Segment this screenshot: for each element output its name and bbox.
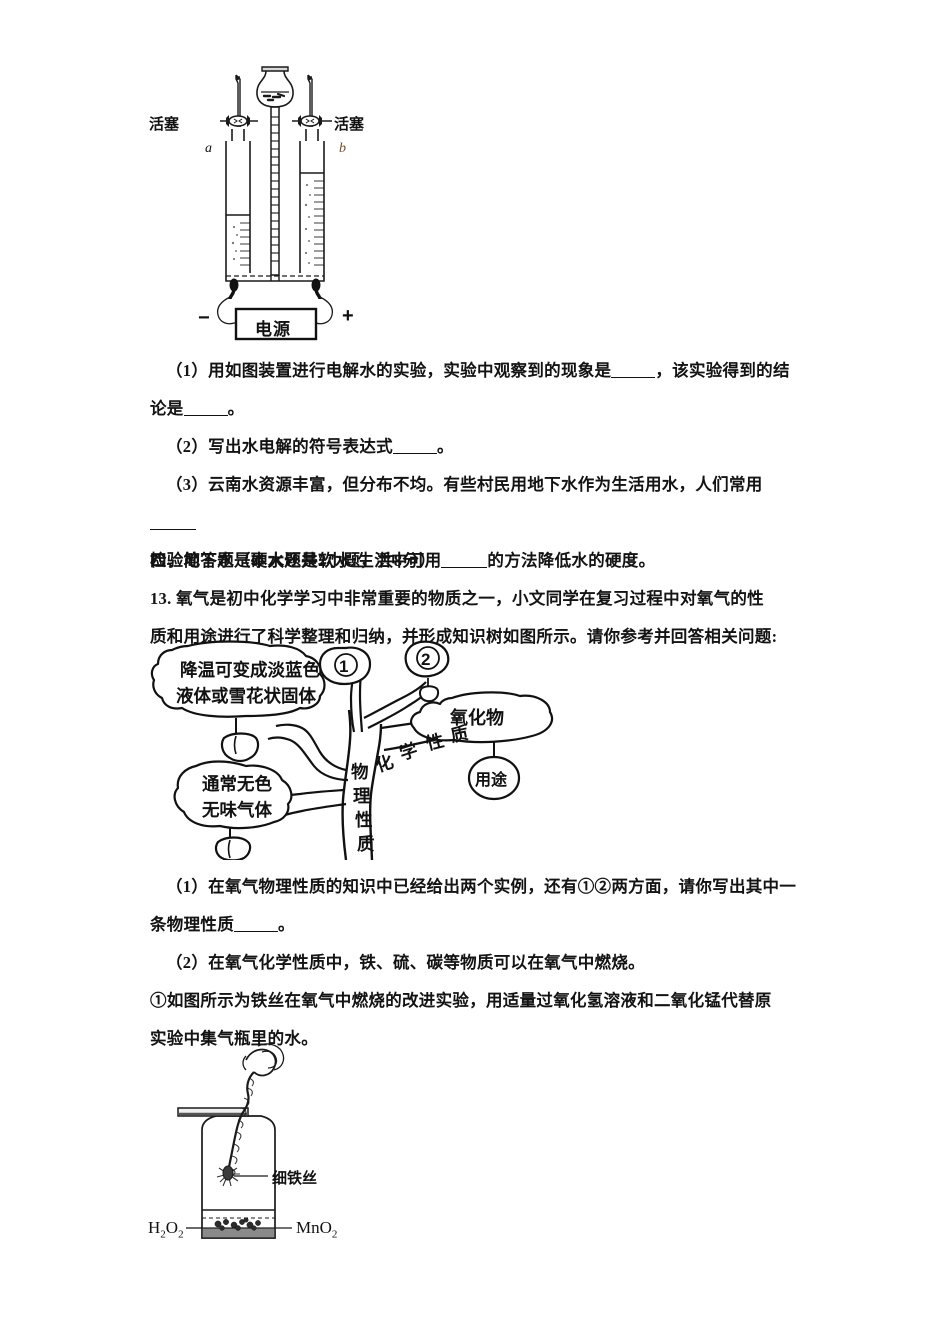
- q13-sub1-end: 。: [278, 915, 295, 934]
- tree-text-blank-2: 2: [421, 650, 430, 669]
- tree-text-chem-4: 质: [449, 723, 471, 746]
- tree-text-phys1-line2: 液体或雪花状固体: [176, 686, 316, 706]
- figure-oxygen-knowledge-tree: 降温可变成淡蓝色 液体或雪花状固体 通常无色 无味气体 1 2 氧化物 用途 化…: [150, 632, 580, 862]
- q13-item1-text-1: 如图所示为铁丝在氧气中燃烧的改进实验，用适量过氧化氢溶液和二氧化锰代替原: [166, 991, 772, 1010]
- fill-blank: [234, 931, 278, 932]
- q12-item-3-line-2: 检验地下水是硬水还是软水:生活中可用 的方法降低水的硬度。: [150, 542, 805, 580]
- q13-sub2-text: 在氧气化学性质中，铁、硫、碳等物质可以在氧气中燃烧。: [208, 953, 645, 972]
- q12-2-prefix: （2）: [166, 437, 209, 456]
- tree-text-phys-1: 物: [351, 762, 369, 782]
- tree-text-blank-1: 1: [339, 657, 348, 676]
- label-stopcock-right: 活塞: [334, 116, 365, 133]
- q12-2-seg-2: 。: [436, 437, 454, 456]
- tree-text-phys-4: 质: [357, 834, 375, 854]
- q12-item-2: （2）写出水电解的符号表达式 。: [150, 428, 805, 466]
- q13-sub1-line-1: （1）在氧气物理性质的知识中已经给出两个实例，还有①②两方面，请你写出其中一: [150, 868, 822, 906]
- q12-1-seg-2: ，该实验得到的结: [655, 361, 790, 380]
- tree-text-phys2-line1: 通常无色: [202, 774, 272, 794]
- q13-sub2-line: （2）在氧气化学性质中，铁、硫、碳等物质可以在氧气中燃烧。: [150, 944, 822, 982]
- q12-1-seg-1: 用如图装置进行电解水的实验，实验中观察到的现象是: [208, 361, 612, 380]
- question-12-block: （1）用如图装置进行电解水的实验，实验中观察到的现象是，该实验得到的结 论是。 …: [150, 352, 805, 580]
- q13-sub1-text-2: 条物理性质: [150, 915, 234, 934]
- figure-iron-wire-combustion: 细铁丝 H2O2 MnO2: [148, 1042, 450, 1272]
- iron-wire-drawing: [177, 1043, 292, 1239]
- tree-text-oxide: 氧化物: [449, 707, 504, 728]
- q13-item1-line-1: ①如图所示为铁丝在氧气中燃烧的改进实验，用适量过氧化氢溶液和二氧化锰代替原: [150, 982, 822, 1020]
- tree-text-phys1-line1: 降温可变成淡蓝色: [180, 660, 320, 680]
- section-and-question-13-block: 四、简答题（本大题共2小题，共8分） 13. 氧气是初中化学学习中非常重要的物质…: [150, 542, 830, 656]
- q13-stem-1: 氧气是初中化学学习中非常重要的物质之一，小文同学在复习过程中对氧气的性: [175, 589, 764, 608]
- q12-1-prefix: （1）: [166, 361, 209, 380]
- q13-sub1-prefix: （1）: [166, 877, 209, 896]
- q13-sub2-prefix: （2）: [166, 953, 209, 972]
- knowledge-tree-drawing: 降温可变成淡蓝色 液体或雪花状固体 通常无色 无味气体 1 2 氧化物 用途 化…: [150, 640, 554, 862]
- section-header-title: 四、简答题（本大题共2小题，共8分）: [150, 551, 436, 570]
- q13-stem-line-1: 13. 氧气是初中化学学习中非常重要的物质之一，小文同学在复习过程中对氧气的性: [150, 580, 830, 618]
- fill-blank: [150, 529, 196, 530]
- label-stopcock-left: 活塞: [149, 116, 180, 133]
- q12-item-3-line-1: （3）云南水资源丰富，但分布不均。有些村民用地下水作为生活用水，人们常用: [150, 466, 805, 542]
- fill-blank: [392, 453, 437, 454]
- q12-item-1-line-1: （1）用如图装置进行电解水的实验，实验中观察到的现象是 ，该实验得到的结: [150, 352, 805, 390]
- fill-blank: [183, 415, 228, 416]
- tree-text-chem-1: 化: [373, 751, 396, 776]
- tree-text-phys-3: 性: [355, 810, 373, 830]
- fill-blank: [611, 377, 656, 378]
- label-power-supply: 电源: [255, 320, 291, 339]
- tree-text-use: 用途: [475, 770, 508, 789]
- q12-2-seg-1: 写出水电解的符号表达式: [208, 437, 393, 456]
- q12-3-seg-3: 的方法降低水的硬度。: [487, 551, 656, 570]
- label-tube-a: a: [205, 141, 212, 156]
- label-iron-wire: 细铁丝: [272, 1170, 318, 1187]
- q12-1-seg-4: 。: [227, 399, 245, 418]
- electrolysis-drawing: [216, 66, 334, 341]
- figure-electrolysis-apparatus: 活塞 活塞 a b − + 电源: [149, 45, 550, 345]
- label-h2o2: H2O2: [148, 1218, 184, 1241]
- label-terminal-negative: −: [198, 307, 210, 329]
- q13-stem-line-2: 质和用途进行了科学整理和归纳，并形成知识树如图所示。请你参考并回答相关问题:: [150, 627, 778, 646]
- q13-sub1-line-2: 条物理性质 。: [150, 906, 822, 944]
- tree-text-phys2-line2: 无味气体: [202, 800, 272, 820]
- question-13-subitems-block: （1）在氧气物理性质的知识中已经给出两个实例，还有①②两方面，请你写出其中一 条…: [150, 868, 822, 1058]
- q12-1-seg-3: 论是: [150, 399, 184, 418]
- q13-item1-line-2: 实验中集气瓶里的水。: [150, 1029, 318, 1048]
- fill-blank: [441, 567, 488, 568]
- q12-3-seg-1: 云南水资源丰富，但分布不均。有些村民用地下水作为生活用水，人们常用: [208, 475, 763, 494]
- label-tube-b: b: [339, 141, 346, 156]
- tree-text-chem-2: 学: [397, 739, 420, 763]
- q13-number: 13.: [150, 589, 172, 608]
- q12-3-seg-2: 检验地下水是硬水还是软水:生活中可用: [150, 551, 442, 570]
- q13-item1-marker: ①: [150, 991, 167, 1010]
- label-terminal-positive: +: [342, 305, 354, 327]
- q12-item-1-line-2: 论是 。: [150, 390, 805, 428]
- tree-text-phys-2: 理: [353, 786, 371, 806]
- tree-text-chem-3: 性: [424, 730, 446, 754]
- label-mno2: MnO2: [296, 1218, 338, 1241]
- q12-3-prefix: （3）: [166, 475, 209, 494]
- q13-sub1-text-1: 在氧气物理性质的知识中已经给出两个实例，还有①②两方面，请你写出其中一: [208, 877, 797, 896]
